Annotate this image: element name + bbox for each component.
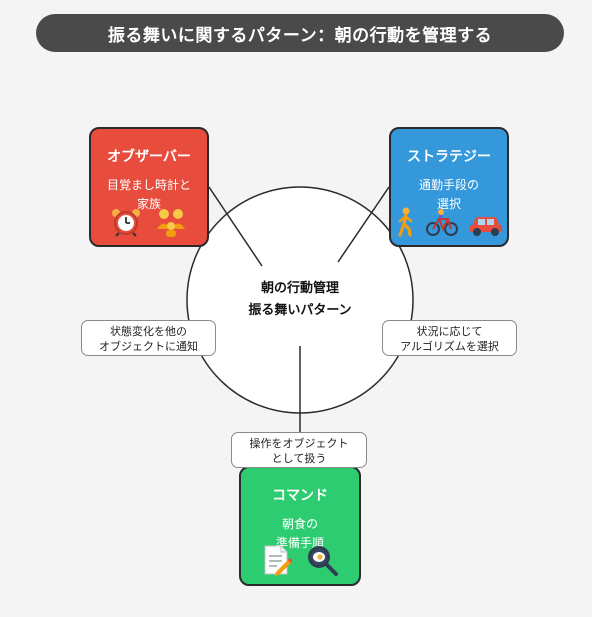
strategy-desc-line1: 通勤手段の	[418, 178, 479, 192]
center-label-line2: 振る舞いパターン	[248, 303, 352, 318]
command-desc-line1: 朝食の	[281, 517, 318, 531]
observer-desc-line2: 家族	[136, 197, 161, 211]
alarm-clock-icon	[111, 207, 141, 241]
strategy-note-line1: 状況に応じて	[416, 325, 483, 338]
center-label: 朝の行動管理 振る舞いパターン	[200, 278, 400, 322]
page-title: 振る舞いに関するパターン：朝の行動を管理する	[36, 14, 564, 52]
frying-pan-icon	[306, 544, 338, 580]
family-icon	[155, 207, 187, 241]
bicycle-icon	[426, 207, 458, 241]
command-note-line2: として扱う	[271, 452, 327, 465]
walking-person-icon	[394, 207, 416, 241]
strategy-desc-line2: 選択	[436, 197, 461, 211]
command-note: 操作をオブジェクト として扱う	[231, 432, 367, 468]
connector-observer	[208, 186, 263, 267]
observer-desc: 目覚まし時計と 家族	[91, 176, 207, 214]
car-icon	[468, 207, 504, 241]
center-label-line1: 朝の行動管理	[260, 281, 339, 296]
command-card: コマンド 朝食の 準備手順	[239, 466, 361, 586]
connector-strategy	[337, 186, 390, 263]
strategy-card: ストラテジー 通勤手段の 選択	[389, 127, 509, 247]
observer-title: オブザーバー	[107, 149, 191, 165]
strategy-note-line2: アルゴリズムを選択	[400, 340, 499, 353]
strategy-title: ストラテジー	[407, 149, 491, 165]
observer-card: オブザーバー 目覚まし時計と 家族	[89, 127, 209, 247]
command-title: コマンド	[272, 488, 328, 504]
observer-note: 状態変化を他の オブジェクトに通知	[81, 320, 216, 356]
command-desc-line2: 準備手順	[275, 536, 324, 550]
strategy-desc: 通勤手段の 選択	[391, 176, 507, 214]
observer-desc-line1: 目覚まし時計と	[106, 178, 191, 192]
command-note-line1: 操作をオブジェクト	[249, 437, 349, 450]
strategy-note: 状況に応じて アルゴリズムを選択	[382, 320, 517, 356]
memo-icon	[262, 544, 294, 580]
observer-note-line1: 状態変化を他の	[110, 325, 187, 338]
observer-note-line2: オブジェクトに通知	[99, 340, 198, 353]
command-desc: 朝食の 準備手順	[241, 515, 359, 553]
